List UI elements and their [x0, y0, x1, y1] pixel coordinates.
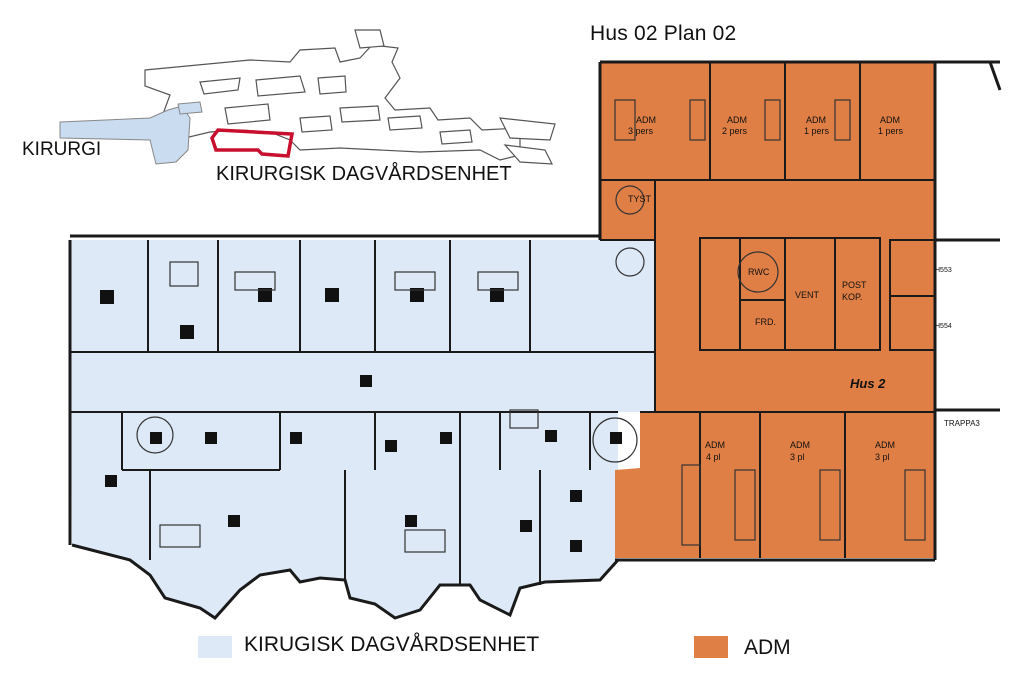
room-label-adm-top-3: ADM	[806, 115, 826, 125]
zone-administration	[600, 62, 935, 558]
furniture-outlines	[136, 99, 926, 553]
key-map-unit-highlight	[210, 128, 295, 158]
room-label-h553: H553	[935, 267, 952, 274]
label-kirurgi: KIRURGI	[22, 139, 102, 160]
room-label-adm-bot-3: ADM	[875, 440, 895, 450]
key-map-corridors	[144, 29, 556, 165]
label-unit-location: KIRURGISK DAGVÅRDSENHET	[216, 163, 512, 185]
room-label-adm-bot-1: ADM	[705, 440, 725, 450]
room-label-rwc: RWC	[748, 267, 770, 277]
legend-swatch-surgical-day-care	[198, 636, 232, 658]
room-label-adm-top-1-sub: 3 pers	[628, 126, 654, 136]
room-label-adm-top-2: ADM	[727, 115, 747, 125]
room-label-adm-bot-3-sub: 3 pl	[875, 452, 890, 462]
room-label-adm-top-4-sub: 1 pers	[878, 126, 904, 136]
room-label-adm-top-1: ADM	[636, 115, 656, 125]
room-label-vent: VENT	[795, 290, 820, 300]
room-label-trappa: TRAPPA3	[944, 419, 980, 428]
zone-surgical-day-care	[70, 240, 655, 618]
key-map-kirurgi-wing	[59, 101, 203, 165]
room-label-h554: H554	[935, 323, 952, 330]
legend-label-administration: ADM	[744, 636, 791, 659]
room-labels: ADM 3 pers ADM 2 pers ADM 1 pers ADM 1 p…	[628, 115, 980, 462]
room-label-adm-bot-2-sub: 3 pl	[790, 452, 805, 462]
plan-title: Hus 02 Plan 02	[590, 22, 737, 45]
room-label-adm-top-3-sub: 1 pers	[804, 126, 830, 136]
room-label-adm-bot-2: ADM	[790, 440, 810, 450]
legend-swatch-administration	[694, 636, 728, 658]
room-label-adm-top-4: ADM	[880, 115, 900, 125]
legend-label-surgical-day-care: KIRUGISK DAGVÅRDSENHET	[244, 633, 540, 656]
furniture	[100, 288, 622, 552]
room-label-adm-top-2-sub: 2 pers	[722, 126, 748, 136]
room-label-frd: FRD.	[755, 317, 776, 327]
room-label-tyst: TYST	[628, 194, 652, 204]
room-label-adm-bot-1-sub: 4 pl	[706, 452, 721, 462]
room-label-kop: KOP.	[842, 292, 862, 302]
building-label: Hus 2	[850, 376, 886, 391]
room-label-post: POST	[842, 280, 867, 290]
